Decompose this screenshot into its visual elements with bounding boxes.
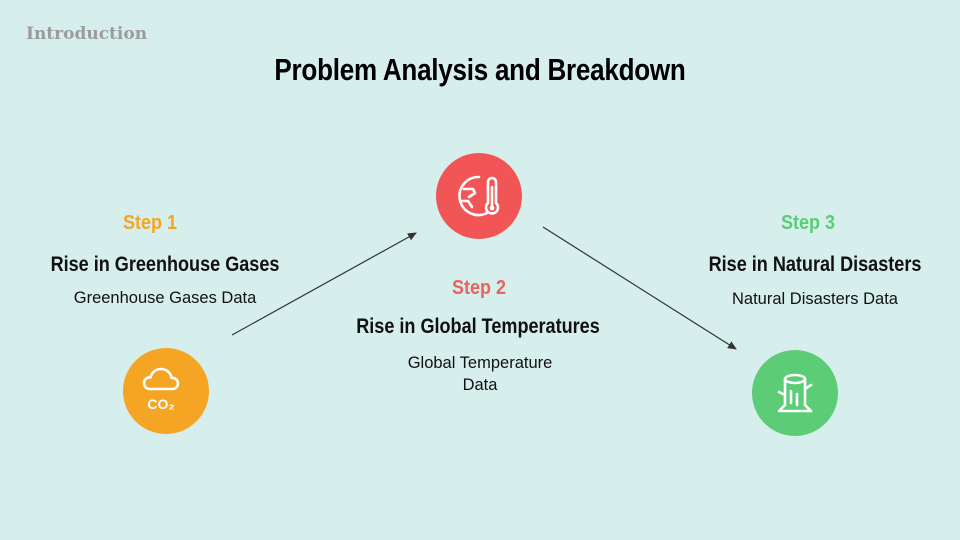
step3-icon-circle <box>752 350 838 436</box>
arrow-step2-to-step3 <box>542 226 737 350</box>
co2-cloud-icon: CO₂ <box>142 367 180 412</box>
arrow-step1-to-step2 <box>231 232 417 336</box>
slide-title: Problem Analysis and Breakdown <box>274 52 686 87</box>
step2-label: Step 2 <box>451 277 507 299</box>
step1-description: Greenhouse Gases Data <box>73 289 257 307</box>
step1-label: Step 1 <box>122 212 178 234</box>
step3-heading: Rise in Natural Disasters <box>708 253 922 276</box>
co2-text: CO₂ <box>147 396 174 412</box>
tree-stump-icon <box>777 373 813 413</box>
globe-thermometer-icon <box>458 175 500 217</box>
step2-icon-circle <box>436 153 522 239</box>
step1-icon-circle: CO₂ <box>123 348 209 434</box>
step2-description-line2: Data <box>462 376 498 394</box>
step3-description: Natural Disasters Data <box>732 290 898 308</box>
step2-heading: Rise in Global Temperatures <box>356 315 600 338</box>
step2-description-line1: Global Temperature <box>407 354 553 372</box>
step1-heading: Rise in Greenhouse Gases <box>50 253 280 276</box>
section-label: Introduction <box>26 24 148 44</box>
step3-label: Step 3 <box>780 212 836 234</box>
